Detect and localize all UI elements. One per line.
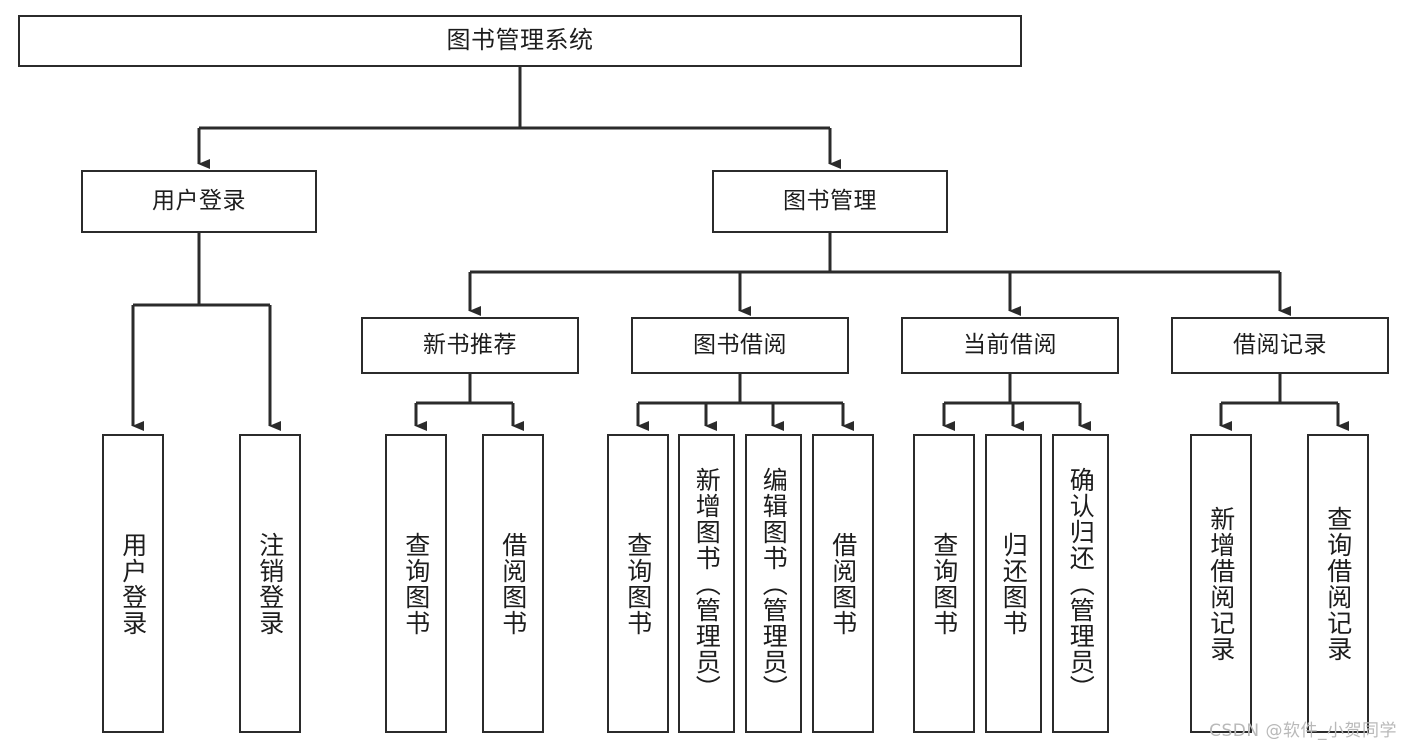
node-leaf-borrow-book-1[interactable]: 借阅图书 — [482, 434, 544, 733]
node-leaf-logout-label: 注销登录 — [255, 531, 285, 636]
node-new-book-recommend-label: 新书推荐 — [423, 332, 517, 359]
node-user-login[interactable]: 用户登录 — [81, 170, 317, 233]
watermark: CSDN @软件_小贺同学 — [1209, 721, 1397, 741]
node-book-management[interactable]: 图书管理 — [712, 170, 948, 233]
node-leaf-add-book[interactable]: 新增图书（管理员） — [678, 434, 735, 733]
node-new-book-recommend[interactable]: 新书推荐 — [361, 317, 579, 374]
node-current-borrow[interactable]: 当前借阅 — [901, 317, 1119, 374]
node-book-management-label: 图书管理 — [783, 188, 877, 215]
node-book-borrow[interactable]: 图书借阅 — [631, 317, 849, 374]
node-leaf-edit-book-label: 编辑图书（管理员） — [759, 466, 789, 701]
node-leaf-confirm-return[interactable]: 确认归还（管理员） — [1052, 434, 1109, 733]
node-leaf-user-login[interactable]: 用户登录 — [102, 434, 164, 733]
node-leaf-confirm-return-label: 确认归还（管理员） — [1066, 466, 1096, 701]
node-leaf-add-record[interactable]: 新增借阅记录 — [1190, 434, 1252, 733]
node-leaf-query-book-3[interactable]: 查询图书 — [913, 434, 975, 733]
node-leaf-borrow-book-2-label: 借阅图书 — [828, 531, 858, 636]
node-leaf-logout[interactable]: 注销登录 — [239, 434, 301, 733]
node-leaf-borrow-book-2[interactable]: 借阅图书 — [812, 434, 874, 733]
node-borrow-record[interactable]: 借阅记录 — [1171, 317, 1389, 374]
node-root-label: 图书管理系统 — [446, 26, 594, 55]
node-leaf-query-record-label: 查询借阅记录 — [1323, 505, 1353, 662]
node-leaf-return-book[interactable]: 归还图书 — [985, 434, 1042, 733]
node-current-borrow-label: 当前借阅 — [963, 332, 1057, 359]
node-leaf-query-book-2-label: 查询图书 — [623, 531, 653, 636]
node-borrow-record-label: 借阅记录 — [1233, 332, 1327, 359]
node-leaf-query-book-2[interactable]: 查询图书 — [607, 434, 669, 733]
node-leaf-edit-book[interactable]: 编辑图书（管理员） — [745, 434, 802, 733]
node-leaf-add-book-label: 新增图书（管理员） — [692, 466, 722, 701]
node-leaf-user-login-label: 用户登录 — [118, 531, 148, 636]
node-root[interactable]: 图书管理系统 — [18, 15, 1022, 67]
node-leaf-query-record[interactable]: 查询借阅记录 — [1307, 434, 1369, 733]
node-leaf-return-book-label: 归还图书 — [999, 531, 1029, 636]
node-leaf-query-book-1-label: 查询图书 — [401, 531, 431, 636]
node-leaf-query-book-1[interactable]: 查询图书 — [385, 434, 447, 733]
node-leaf-query-book-3-label: 查询图书 — [929, 531, 959, 636]
node-leaf-borrow-book-1-label: 借阅图书 — [498, 531, 528, 636]
node-book-borrow-label: 图书借阅 — [693, 332, 787, 359]
node-user-login-label: 用户登录 — [152, 188, 246, 215]
node-leaf-add-record-label: 新增借阅记录 — [1206, 505, 1236, 662]
